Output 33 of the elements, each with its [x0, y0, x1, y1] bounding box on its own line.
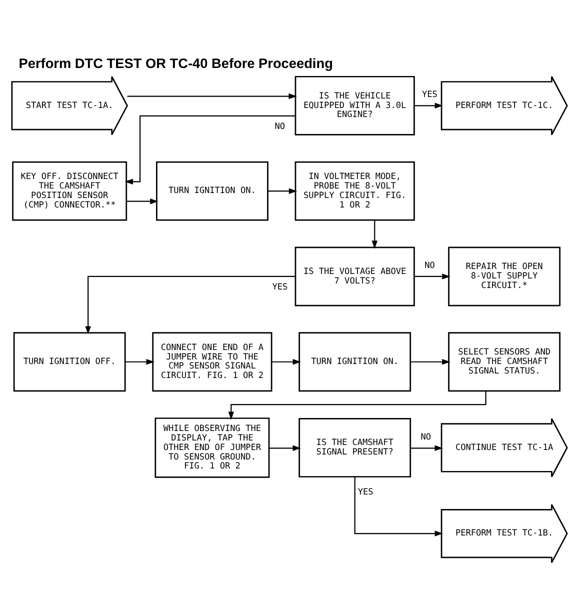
arrow: [268, 188, 298, 194]
edge-label: NO: [420, 432, 432, 442]
node-box: IN VOLTMETER MODE, PROBE THE 8-VOLT SUPPLY CIRCUIT. FIG. 1 OR 2: [294, 160, 415, 220]
node-box: IS THE VEHICLE EQUIPPED WITH A 3.0L ENGINE?: [294, 75, 415, 135]
arrow: [414, 273, 450, 279]
arrow: [410, 444, 443, 451]
arrow: [124, 114, 296, 184]
node-box: IS THE CAMSHAFT SIGNAL PRESENT?: [298, 418, 412, 477]
arrow: [125, 358, 154, 364]
edge-label: NO: [274, 121, 286, 132]
arrow: [127, 92, 297, 99]
node-box: CONNECT ONE END OF A JUMPER WIRE TO THE CMP SENSOR SIGNAL CIRCUIT. FIG. 1 OR 2: [152, 332, 272, 392]
edge-label: YES: [272, 282, 288, 292]
arrow: [410, 358, 450, 364]
arrow: [354, 476, 444, 536]
edge-label: YES: [422, 90, 438, 100]
arrow: [269, 444, 301, 451]
arrow: [85, 275, 296, 334]
node-box: TURN IGNITION OFF.: [13, 332, 126, 392]
node-box: TURN IGNITION ON.: [156, 160, 268, 220]
edge-label: NO: [424, 260, 435, 270]
arrow: [372, 220, 378, 248]
node-box: REPAIR THE OPEN 8-VOLT SUPPLY CIRCUIT.*: [448, 246, 560, 306]
arrow: [126, 198, 158, 204]
arrow: [272, 358, 301, 364]
edge-label: YES: [358, 486, 374, 497]
node-box: IS THE VOLTAGE ABOVE 7 VOLTS?: [294, 246, 415, 306]
node-box: SELECT SENSORS AND READ THE CAMSHAFT SIGNAL STATUS.: [448, 332, 560, 392]
node-box: KEY OFF. DISCONNECT THE CAMSHAFT POSITION SENSOR (CMP) CONNECTOR.**: [12, 160, 128, 220]
node-box: TURN IGNITION ON.: [298, 332, 412, 392]
arrow: [414, 102, 443, 108]
node-box: WHILE OBSERVING THE DISPLAY, TAP THE OTHER END OF JUMPER TO SENSOR GROUND. FIG. 1 OR 2: [154, 417, 270, 478]
diagram-title: Perform DTC TEST OR TC-40 Before Proceeding: [18, 55, 333, 70]
